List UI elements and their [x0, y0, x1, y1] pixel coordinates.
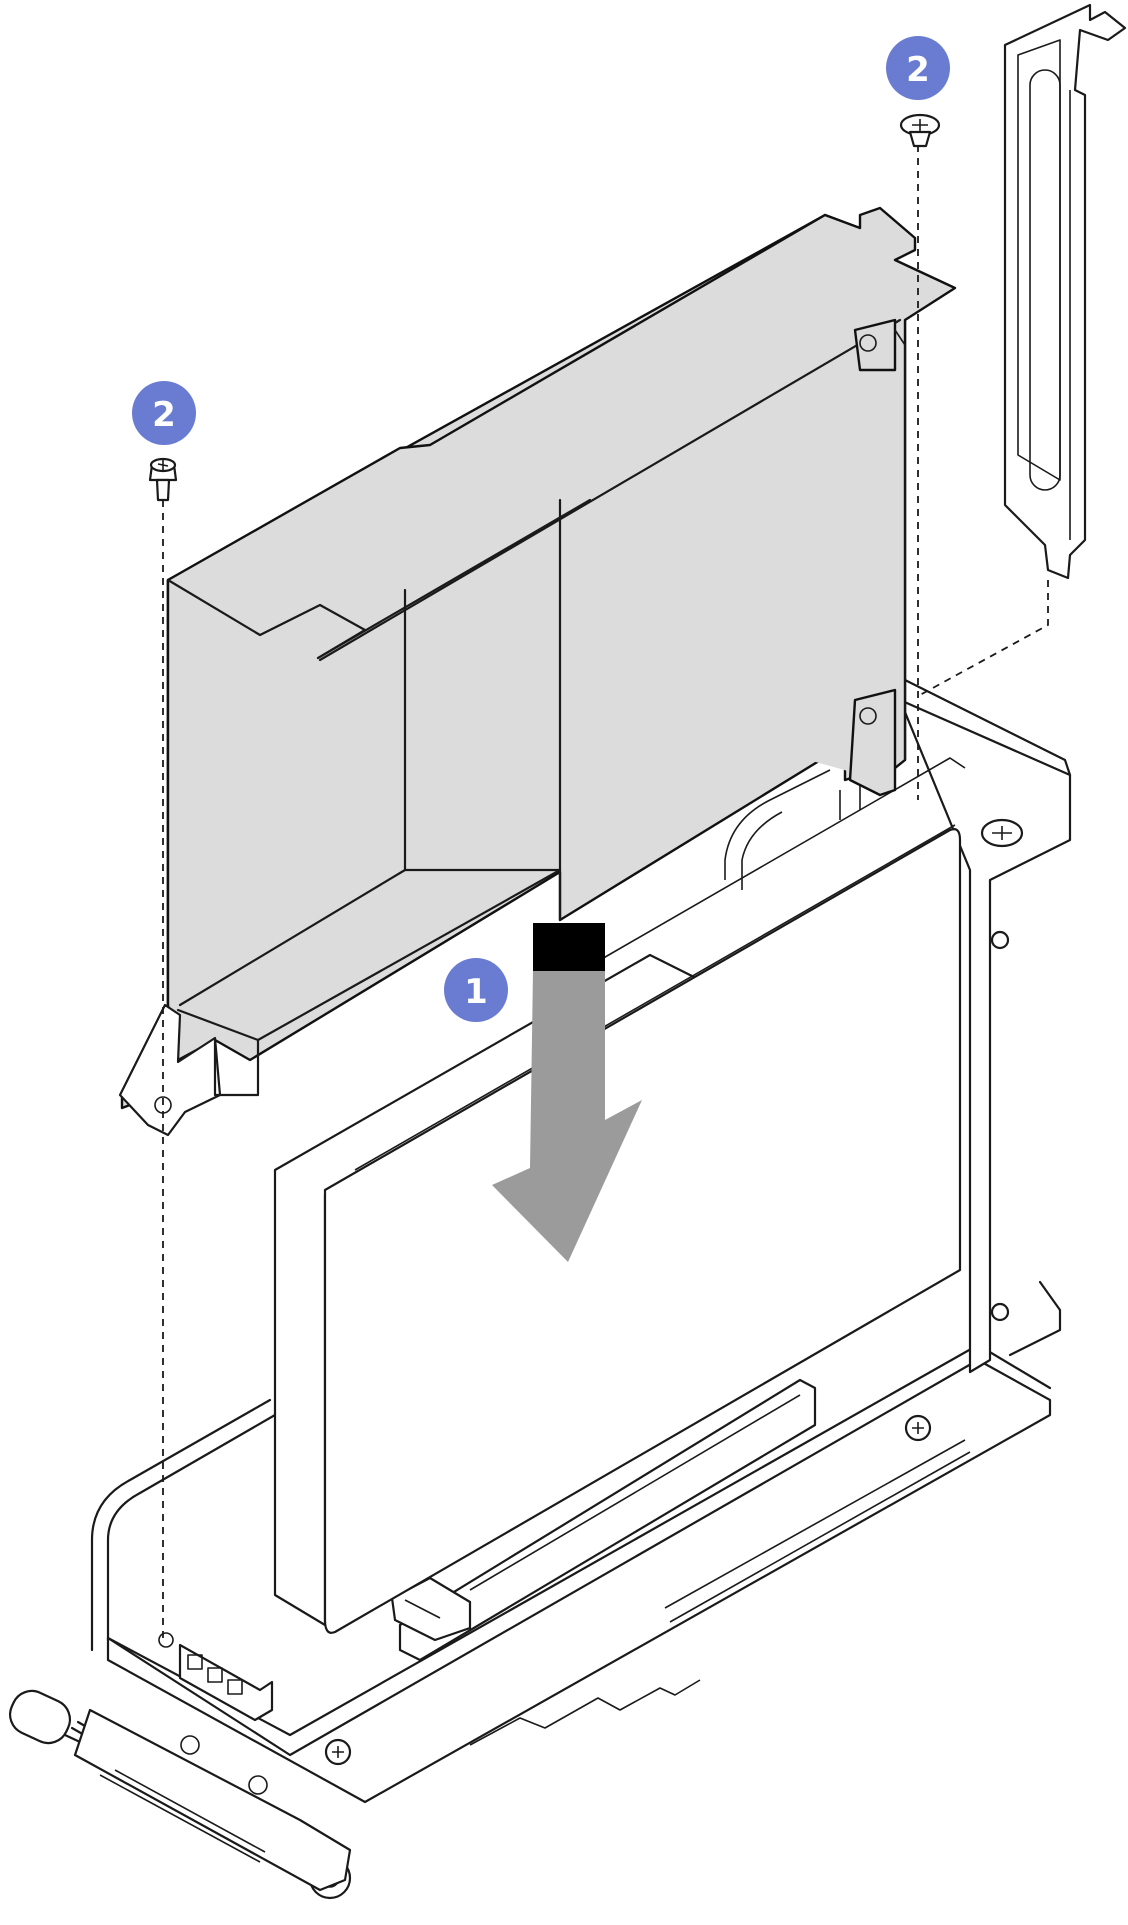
pcie-filler-bracket — [1003, 3, 1127, 580]
callout-circle — [886, 36, 950, 100]
screw-left-icon — [148, 457, 178, 502]
riser-handle-wire — [90, 1398, 272, 1652]
callout-label: 1 — [464, 972, 488, 1012]
bracket-guide — [919, 580, 1049, 696]
latch-lever — [73, 1708, 352, 1892]
alignment-guides — [162, 145, 1049, 1640]
gpu-card-face — [323, 828, 962, 1634]
callout-circle — [132, 381, 196, 445]
baffle-mount-foot — [118, 1003, 222, 1137]
base-screw-icon-2 — [904, 1414, 932, 1442]
down-arrow-icon — [492, 923, 642, 1262]
air-baffle — [118, 206, 957, 1137]
callout-label: 2 — [906, 50, 930, 90]
base-screw-icon — [324, 1738, 352, 1766]
callout-step-2-left: 2 — [132, 381, 196, 445]
callout-circle — [444, 958, 508, 1022]
bracket-pin-icon — [990, 930, 1010, 950]
callout-step-2-top: 2 — [886, 36, 950, 100]
riser-base-plate — [106, 1358, 1052, 1804]
power-connector-icon — [178, 1643, 274, 1722]
callout-label: 2 — [152, 395, 176, 435]
screw-right-icon — [899, 113, 941, 148]
baffle-top-ledge — [167, 206, 957, 781]
callout-step-1: 1 — [444, 958, 508, 1022]
gpu-adapter — [273, 757, 966, 1634]
riser-rear-bracket — [898, 698, 1072, 1374]
pcie-slot — [398, 1378, 817, 1662]
riser-cage — [8, 678, 1072, 1900]
bracket-thumbscrew-icon — [980, 818, 1024, 848]
